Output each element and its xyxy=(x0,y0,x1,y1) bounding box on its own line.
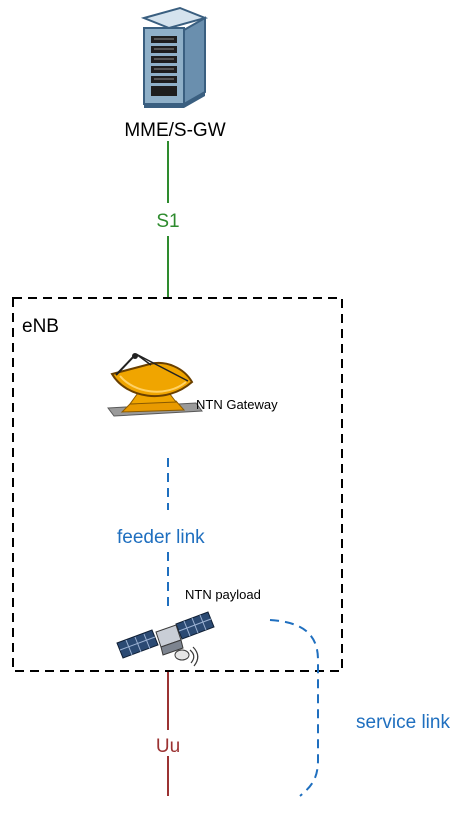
uu-link-label: Uu xyxy=(156,736,180,757)
service-link-label: service link xyxy=(356,712,450,733)
enb-label: eNB xyxy=(22,316,59,337)
payload-label: NTN payload xyxy=(185,587,261,602)
enb-boundary xyxy=(12,297,343,672)
core-node-label: MME/S-GW xyxy=(124,120,225,141)
server-tower-icon xyxy=(140,6,209,108)
satellite-dish-icon xyxy=(107,353,203,417)
s1-link-label: S1 xyxy=(156,211,179,232)
gateway-label: NTN Gateway xyxy=(196,397,278,412)
service-link xyxy=(269,619,319,797)
satellite-icon xyxy=(116,611,215,667)
feeder-link-label: feeder link xyxy=(117,527,205,548)
